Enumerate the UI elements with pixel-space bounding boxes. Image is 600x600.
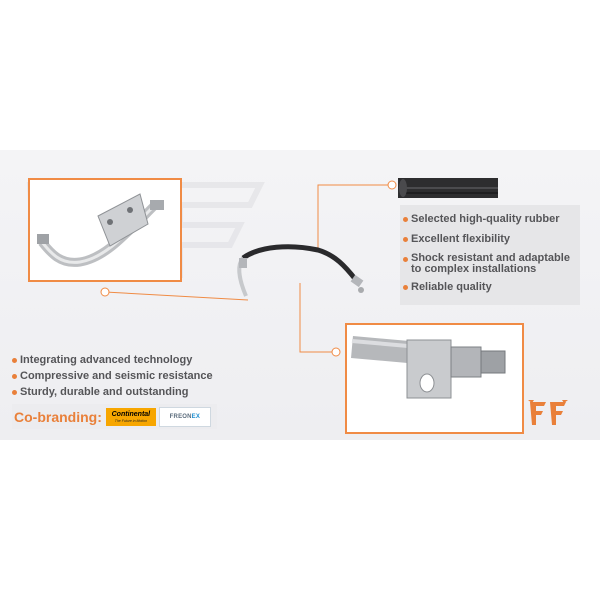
rubber-hose-thumbnail xyxy=(398,178,498,198)
bullet-dot-icon xyxy=(12,374,17,379)
callout-circle-icon xyxy=(100,287,110,297)
fitting-nut-closeup-image xyxy=(351,336,506,399)
detail-panel-left xyxy=(28,178,182,282)
metal-pipe-bracket-image xyxy=(37,193,164,267)
bullet-dot-icon xyxy=(12,390,17,395)
bullet-dot-icon xyxy=(403,257,408,262)
callout-circle-icon xyxy=(331,347,341,357)
bullet-dot-icon xyxy=(403,217,408,222)
bullet-dot-icon xyxy=(403,285,408,290)
benefit-item: Compressive and seismic resistance xyxy=(12,370,252,383)
bullet-dot-icon xyxy=(403,237,408,242)
feature-item: Selected high-quality rubber xyxy=(403,213,583,226)
cobranding-label: Co-branding: xyxy=(14,408,102,425)
feature-item: Excellent flexibility xyxy=(403,233,583,246)
continental-logo: Continental The Future in Motion xyxy=(105,407,156,426)
callout-circle-icon xyxy=(387,180,397,190)
benefit-item: Sturdy, durable and outstanding xyxy=(12,386,252,399)
feature-box xyxy=(400,205,580,305)
cobranding-strip: Co-branding: Continental The Future in M… xyxy=(12,404,217,429)
brand-ff-logo-icon xyxy=(528,400,568,425)
feature-item: Shock resistant and adaptable to complex… xyxy=(403,253,583,275)
feature-item: Reliable quality xyxy=(403,281,583,294)
bullet-dot-icon xyxy=(12,358,17,363)
hose-assembly-image xyxy=(237,244,364,297)
benefit-item: Integrating advanced technology xyxy=(12,354,252,367)
feature-list: Selected high-quality rubber Excellent f… xyxy=(403,213,583,301)
benefit-list: Integrating advanced technology Compress… xyxy=(12,354,252,402)
detail-panel-right xyxy=(345,323,524,434)
